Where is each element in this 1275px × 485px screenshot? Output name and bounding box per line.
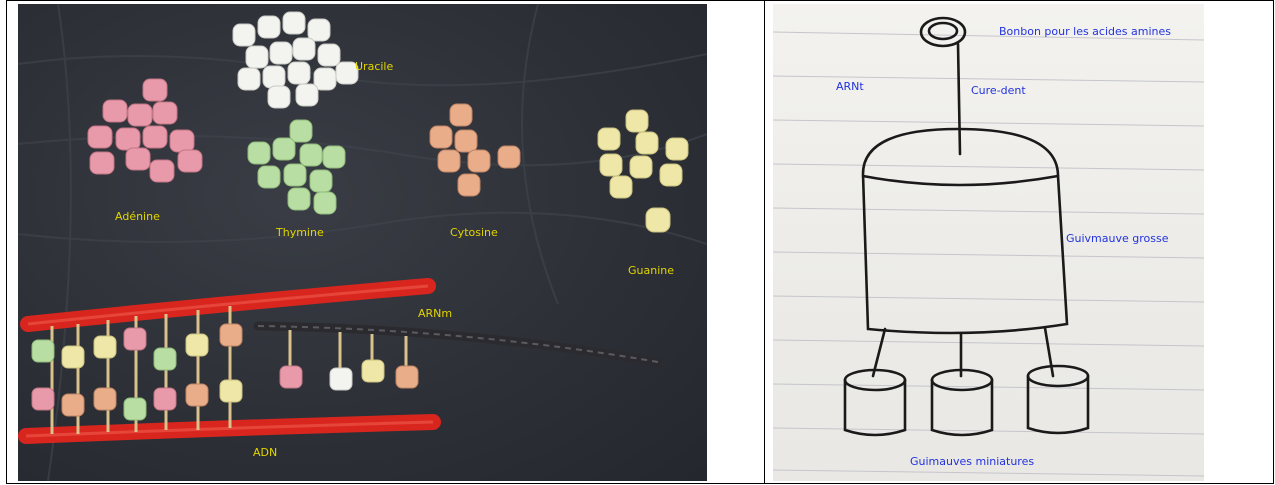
big-marshmallow [863,129,1067,333]
label-uracile: Uracile [355,60,393,73]
uracile-pile [233,12,358,108]
candy-model-drawing [18,4,707,481]
table-divider [764,0,765,484]
guanine-pile [598,110,688,232]
mini-marshmallows [845,366,1088,435]
label-arnm: ARNm [418,307,452,320]
label-guimauves-miniatures: Guimauves miniatures [910,455,1034,468]
adenine-pile [88,79,202,182]
label-thymine: Thymine [276,226,324,239]
label-bonbon: Bonbon pour les acides amines [999,25,1171,38]
label-cytosine: Cytosine [450,226,498,239]
candy-model-photo: Uracile Adénine Thymine Cytosine Guanine… [18,4,707,481]
mrna-strand [258,326,658,362]
label-guanine: Guanine [628,264,674,277]
cytosine-pile [430,104,520,196]
label-arnt: ARNt [836,80,864,93]
label-guimauve-grosse: Guivmauve grosse [1066,232,1169,245]
label-cure-dent: Cure-dent [971,84,1026,97]
label-adn: ADN [253,446,277,459]
thymine-pile [248,120,345,214]
label-adenine: Adénine [115,210,160,223]
trna-sketch: Bonbon pour les acides amines ARNt Cure-… [773,4,1204,481]
toothpick-line [958,44,960,154]
